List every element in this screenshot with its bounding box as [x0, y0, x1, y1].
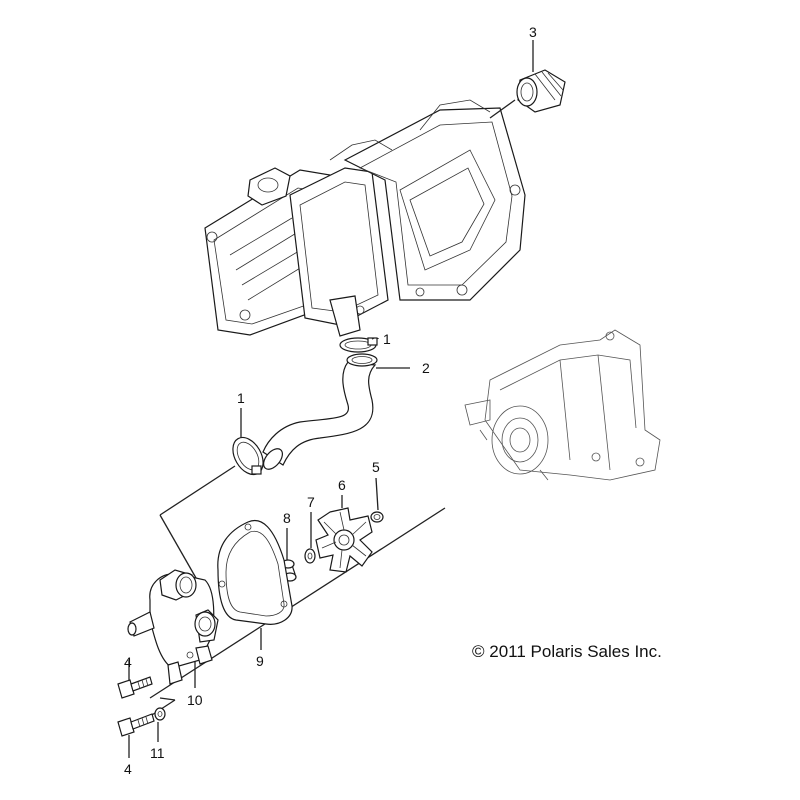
callout-4-lower: 4: [124, 761, 132, 777]
part-7-washer: [304, 548, 316, 564]
callout-8: 8: [283, 510, 291, 526]
callout-7: 7: [307, 494, 315, 510]
cylinder-head-assembly: [204, 99, 526, 337]
part-6-impeller: [315, 507, 373, 573]
callout-5: 5: [372, 459, 380, 475]
callout-4-upper: 4: [124, 654, 132, 670]
callout-9: 9: [256, 653, 264, 669]
callout-1-lower: 1: [237, 390, 245, 406]
part-2-coolant-hose: [262, 353, 378, 470]
part-11-washer: [154, 707, 166, 721]
part-1-hose-clamp-upper: [339, 337, 378, 353]
part-10-pump-cover: [127, 569, 219, 685]
crankcase-assembly: [464, 329, 661, 481]
callout-11: 11: [150, 745, 165, 761]
callout-labels: 3 1 2 1 5 6 7 8 9 4 10 11 4: [124, 24, 537, 777]
callout-6: 6: [338, 477, 346, 493]
callout-1-upper: 1: [383, 331, 391, 347]
part-9-gasket: [217, 520, 293, 625]
part-3-fitting: [489, 69, 566, 119]
part-1-hose-clamp-lower: [232, 436, 264, 476]
part-4-bolt-lower: [117, 713, 155, 737]
copyright-notice: © 2011 Polaris Sales Inc.: [472, 642, 662, 661]
part-5-bolt: [370, 511, 384, 523]
callout-10: 10: [187, 692, 203, 708]
callout-2: 2: [422, 360, 430, 376]
part-4-bolt-upper: [117, 676, 153, 699]
callout-3: 3: [529, 24, 537, 40]
